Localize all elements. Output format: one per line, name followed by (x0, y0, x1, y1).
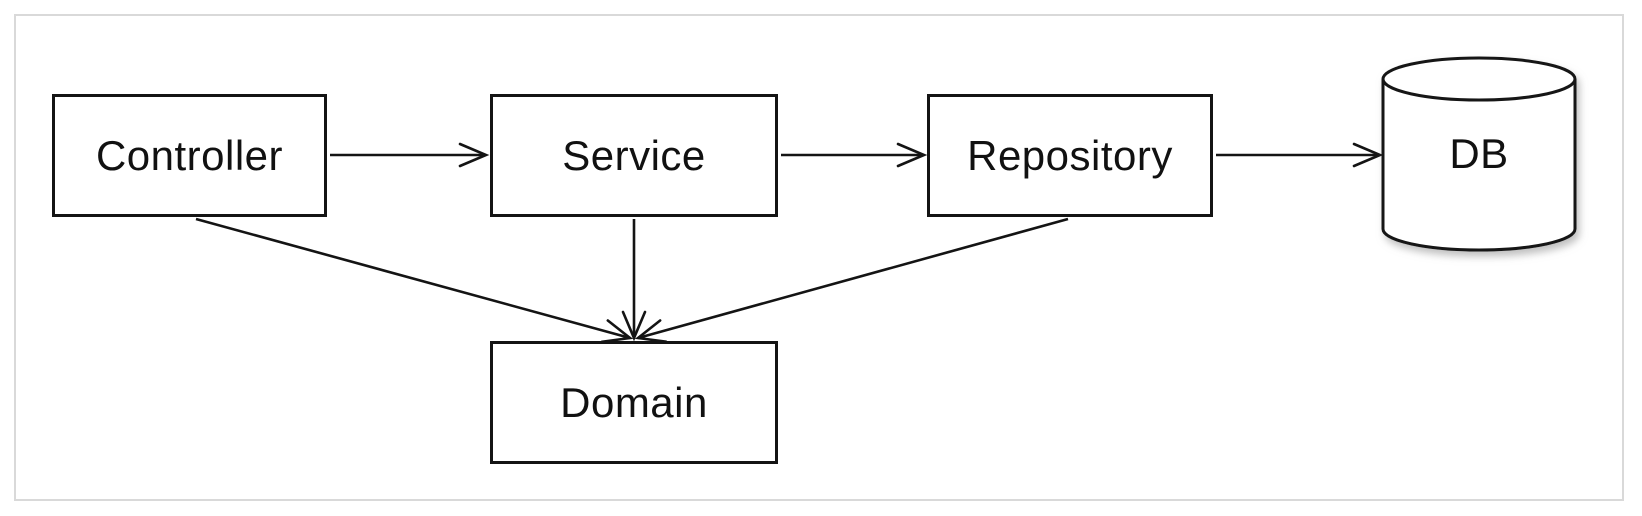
node-service: Service (490, 94, 778, 217)
node-repository: Repository (927, 94, 1213, 217)
node-db: DB (1383, 79, 1575, 229)
node-repository-label: Repository (967, 131, 1173, 179)
db-cylinder (1381, 56, 1577, 252)
node-controller: Controller (52, 94, 327, 217)
node-domain-label: Domain (560, 378, 708, 426)
node-service-label: Service (562, 131, 706, 179)
node-domain: Domain (490, 341, 778, 464)
edge-repository-domain (634, 217, 1069, 343)
edge-controller-domain (195, 217, 634, 344)
node-db-label: DB (1449, 130, 1509, 177)
node-controller-label: Controller (95, 131, 284, 179)
